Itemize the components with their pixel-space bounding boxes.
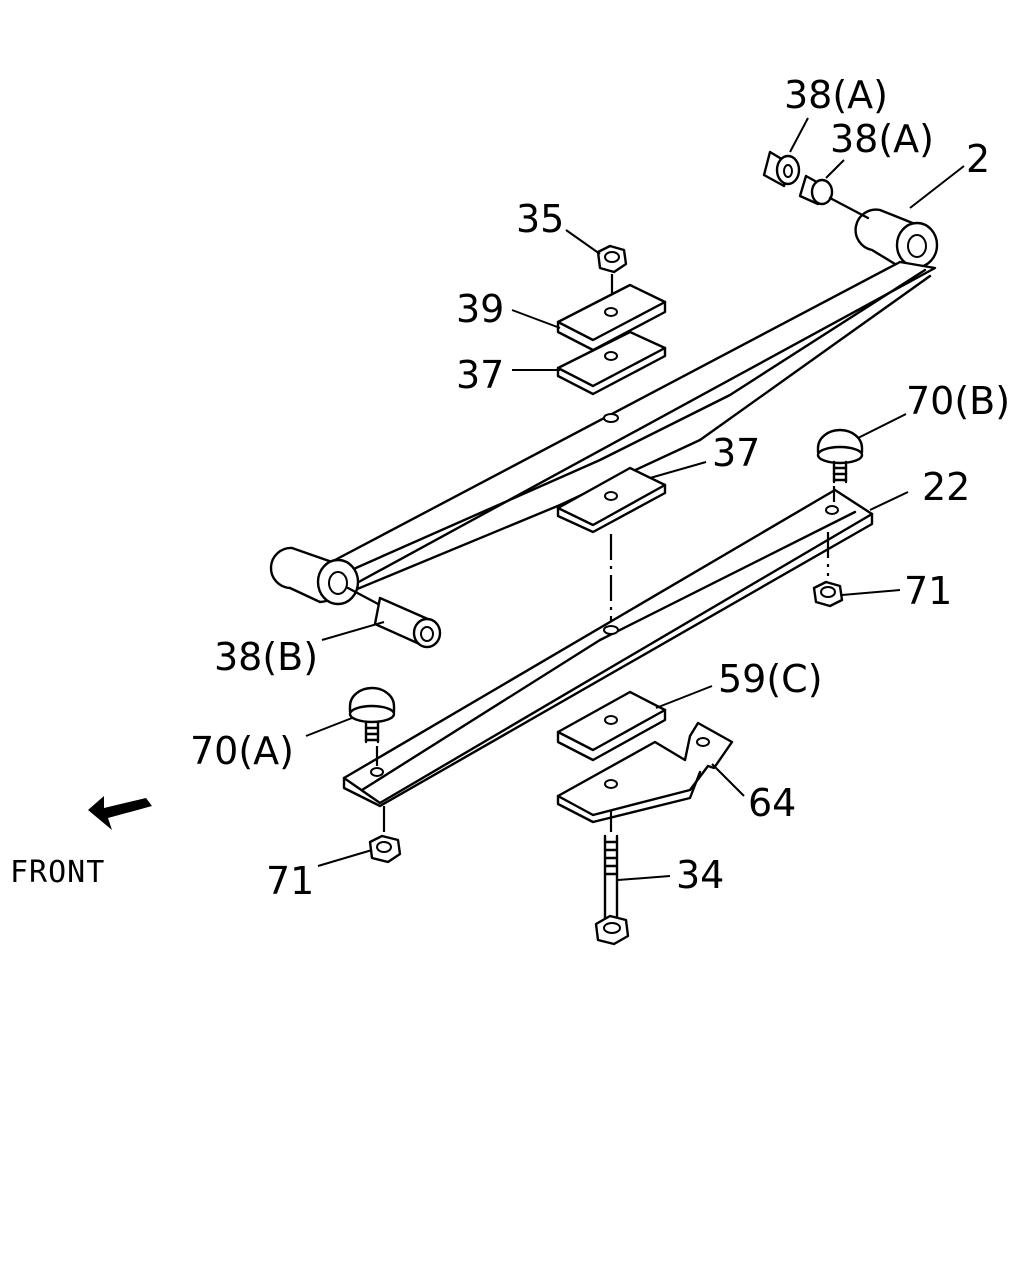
plate-59c <box>556 690 667 762</box>
bushing-38a-lower <box>798 174 870 220</box>
label-38a-lower: 38(A) <box>830 117 934 161</box>
bolt-70b <box>816 428 864 502</box>
front-direction-arrow-icon <box>88 796 152 830</box>
nut-71-left <box>368 806 402 864</box>
label-38b: 38(B) <box>214 635 318 679</box>
label-22: 22 <box>922 465 970 509</box>
bushing-38b <box>346 586 442 649</box>
label-37-upper: 37 <box>456 353 504 397</box>
label-2: 2 <box>966 137 990 181</box>
label-37-lower: 37 <box>712 431 760 475</box>
label-70b: 70(B) <box>906 379 1010 423</box>
label-35: 35 <box>516 197 564 241</box>
part-labels: 38(A) 38(A) 2 35 39 37 70(B) 37 22 71 38… <box>10 73 1010 903</box>
plate-37-lower <box>556 466 667 626</box>
bushing-38a-upper <box>762 150 801 188</box>
label-70a: 70(A) <box>190 729 294 773</box>
front-label: FRONT <box>10 855 105 890</box>
leader-lines <box>305 117 965 881</box>
bracket-64 <box>556 721 734 824</box>
label-34: 34 <box>676 853 724 897</box>
nut-71-right <box>812 532 844 608</box>
label-59c: 59(C) <box>718 657 823 701</box>
label-64: 64 <box>748 781 796 825</box>
bolt-70a <box>348 686 396 766</box>
nut-35 <box>596 244 628 310</box>
helper-leaf-22 <box>342 488 874 808</box>
bolt-34 <box>594 810 630 946</box>
label-38a-upper: 38(A) <box>784 73 888 117</box>
label-71-right: 71 <box>904 569 952 613</box>
label-71-left: 71 <box>266 859 314 903</box>
label-39: 39 <box>456 287 504 331</box>
plate-37-upper <box>556 330 667 396</box>
